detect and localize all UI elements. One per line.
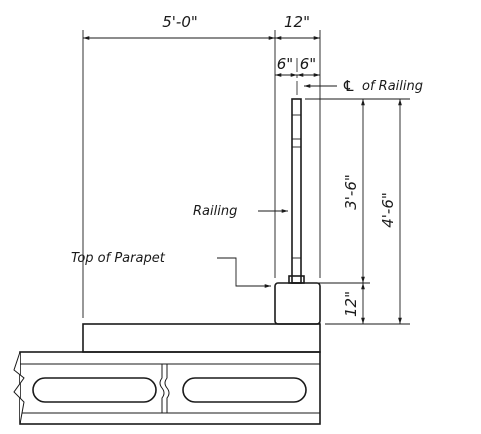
- dimension-parapet-width: 12": [284, 13, 310, 31]
- dimension-total-height: 4'-6": [379, 192, 397, 228]
- deck-slab: [13, 351, 321, 425]
- label-railing: Railing: [193, 204, 237, 219]
- sidewalk-slab: [82, 323, 321, 353]
- dimension-lines: [83, 36, 402, 324]
- extension-lines: [82, 30, 410, 325]
- centerline-symbol: ℄: [342, 77, 355, 95]
- label-centerline-of-railing: of Railing: [362, 79, 423, 94]
- dimension-half-left: 6": [277, 55, 293, 73]
- dimension-half-right: 6": [300, 55, 316, 73]
- parapet: [274, 282, 321, 325]
- void-left: [32, 377, 157, 403]
- label-top-of-parapet: Top of Parapet: [71, 251, 166, 266]
- dimension-railing-height: 3'-6": [342, 174, 360, 210]
- railing-post: [288, 98, 305, 284]
- leaders: [217, 84, 337, 288]
- dimension-horizontal-width: 5'-0": [162, 13, 198, 31]
- dimension-parapet-height: 12": [342, 291, 360, 317]
- void-right: [182, 377, 307, 403]
